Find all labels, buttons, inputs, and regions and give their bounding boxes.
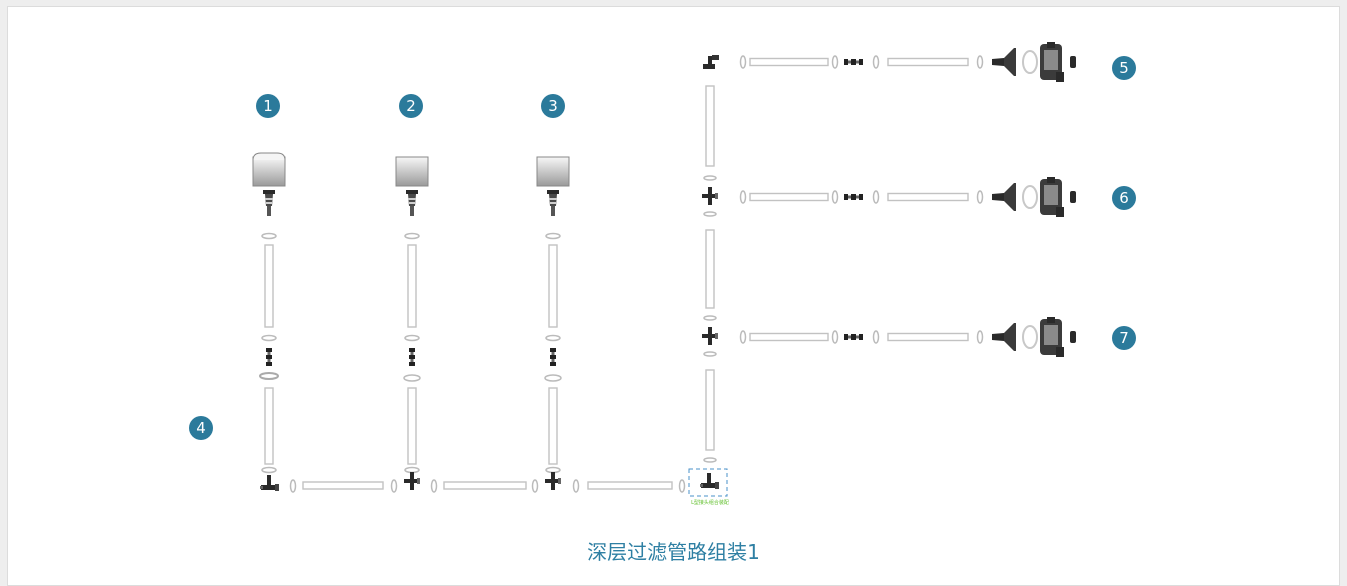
elbow-label: L型接头组合装配	[691, 500, 729, 506]
highlight-box	[688, 468, 728, 497]
branch-6	[739, 176, 1077, 218]
badge-4: 4	[189, 416, 213, 440]
diagram-frame	[7, 6, 1340, 586]
filter-column-2	[395, 156, 429, 490]
branch-7	[739, 316, 1077, 358]
bottom-manifold	[289, 468, 728, 497]
diagram-title: 深层过滤管路组装1	[587, 540, 760, 564]
badge-2: 2	[399, 94, 423, 118]
badge-5: 5	[1112, 56, 1136, 80]
badge-6: 6	[1112, 186, 1136, 210]
branch-5	[739, 41, 1077, 83]
badge-3: 3	[541, 94, 565, 118]
badge-1: 1	[256, 94, 280, 118]
right-riser	[702, 55, 719, 463]
filter-column-3	[536, 156, 570, 490]
filter-column-1	[252, 152, 286, 491]
badge-7: 7	[1112, 326, 1136, 350]
